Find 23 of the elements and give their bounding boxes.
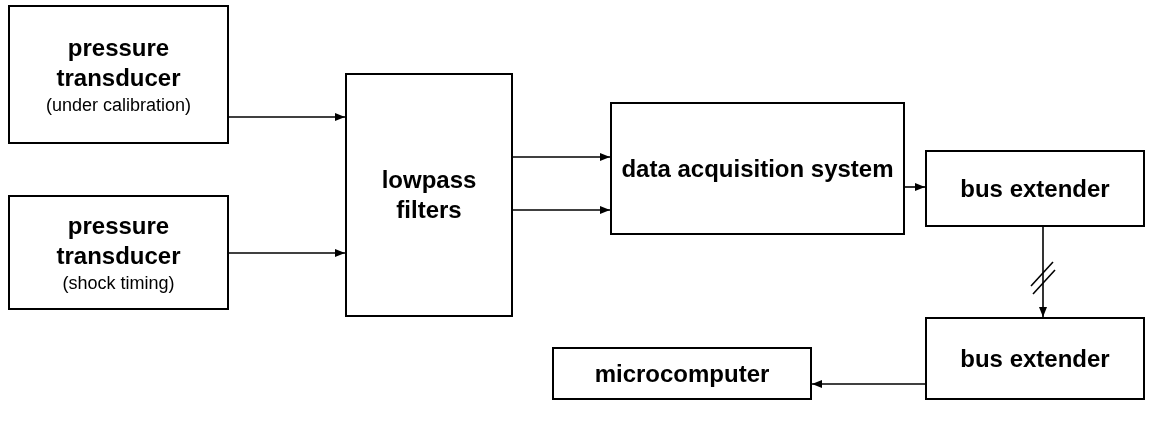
- box-title: bus extender: [960, 173, 1110, 204]
- process-box: [925, 317, 1145, 400]
- box-title: bus extender: [960, 343, 1110, 374]
- process-box: [925, 150, 1145, 227]
- arrow: [811, 380, 926, 388]
- box-subtitle: (shock timing): [62, 271, 175, 295]
- process-box: [8, 5, 229, 144]
- process-box: [8, 195, 229, 310]
- arrow: [228, 249, 346, 257]
- box-title: microcomputer: [594, 358, 770, 389]
- process-box: [610, 102, 905, 235]
- box-title: data acquisition system: [621, 153, 894, 184]
- arrow: [512, 153, 611, 161]
- arrow: [1039, 226, 1047, 318]
- arrow: [228, 113, 346, 121]
- arrow: [904, 183, 926, 191]
- box-title: pressure transducer: [55, 32, 182, 93]
- arrow: [512, 206, 611, 214]
- process-box: [552, 347, 812, 400]
- process-box: [345, 73, 513, 317]
- box-title: lowpass filters: [380, 165, 478, 225]
- box-title: pressure transducer: [55, 210, 182, 271]
- box-subtitle: (under calibration): [45, 93, 192, 117]
